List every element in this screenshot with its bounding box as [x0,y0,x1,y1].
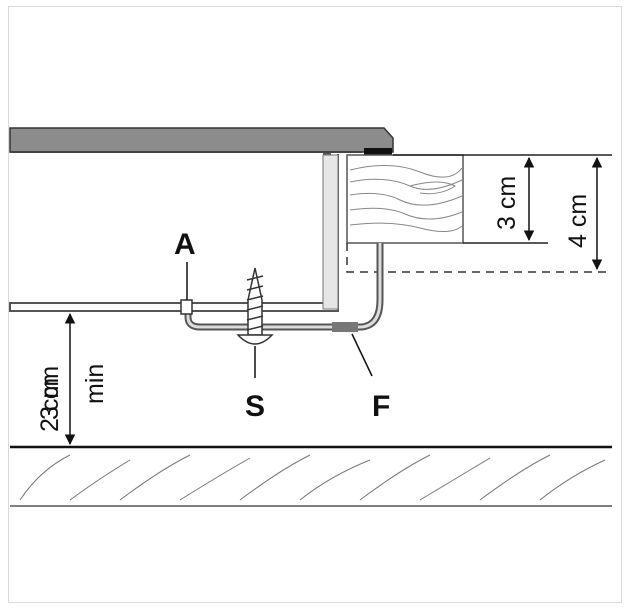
diagram-frame [8,6,622,603]
bracket-pad [332,322,358,332]
seal-strip [364,148,392,155]
hob-body-wall [322,154,339,310]
label-a: A [174,228,196,261]
label-f: F [372,390,390,423]
bracket-f [184,243,384,331]
screw-s [236,267,274,345]
hob-plate [9,127,394,153]
dim-label-4cm: 4 cm [564,194,592,248]
dim-label-bottom-1: 2 cm [36,378,64,432]
dim-label-bottom-2: 3 cm [36,366,64,420]
worktop-wood [346,154,464,244]
dim-label-3cm: 3 cm [493,176,521,230]
hob-body [9,153,339,312]
shelf-wood-grain [19,454,606,501]
bracket-f-inner [186,243,382,329]
worktop-outline-dashed [346,243,612,273]
wood-grain [349,164,463,232]
label-s: S [245,390,265,423]
tab-a [180,299,193,315]
dim-label-bottom-min: min [81,364,109,404]
leader-f [351,333,373,377]
